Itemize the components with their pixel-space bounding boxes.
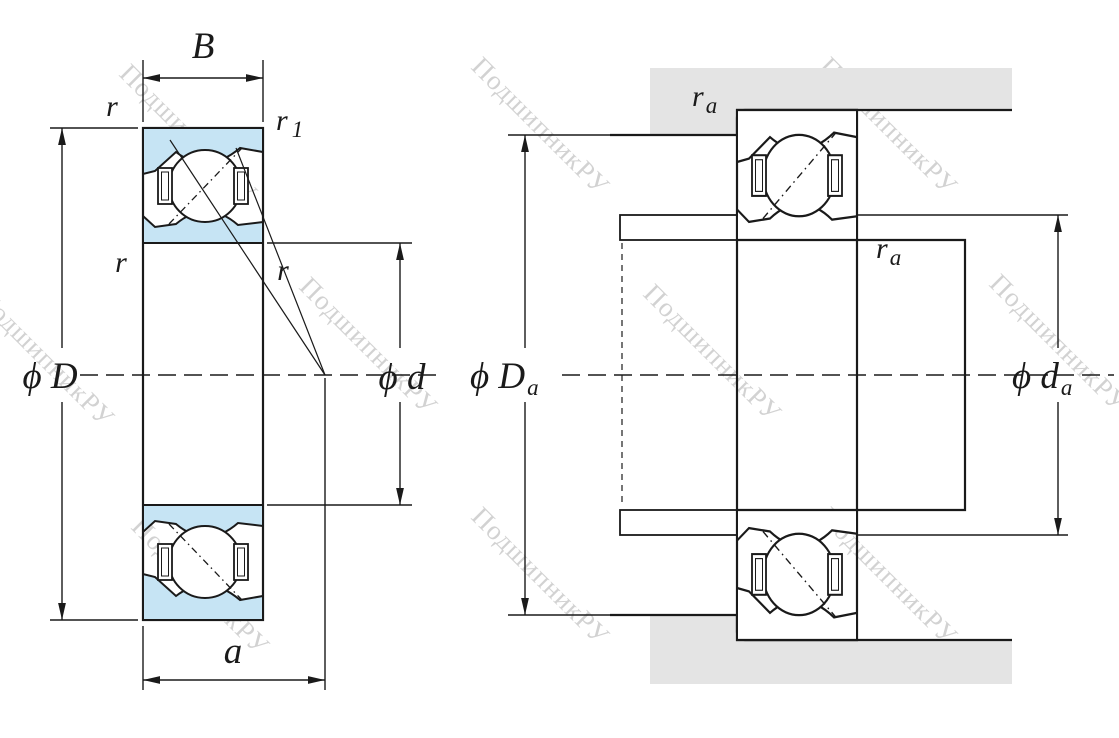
ra-sub: a (706, 93, 718, 118)
contact-line-2 (235, 147, 326, 376)
shaft-fillet-label: ra (876, 232, 901, 270)
shaft-shoulder-top (619, 214, 738, 241)
shaft-shoulder-diameter-label: ϕ da (1012, 356, 1072, 400)
housing-fillet-label: ra (692, 80, 717, 118)
ra-main: r (876, 232, 888, 265)
phiDa-sub: a (527, 375, 539, 400)
housing-top (650, 68, 1012, 135)
watermark-text: ПодшипникРУ (466, 51, 616, 201)
outer-diameter-label: ϕ D (22, 356, 77, 397)
chamfer-r-label: r (115, 246, 127, 279)
dimension-width-B: B (142, 26, 264, 122)
phida-main: ϕ d (1012, 356, 1059, 397)
bearing-section-top (142, 127, 264, 244)
watermark-text: ПодшипникРУ (638, 278, 788, 428)
watermark-text: ПодшипникРУ (466, 501, 616, 651)
dimension-pressure-center-offset: a (142, 378, 326, 690)
contact-line-1 (169, 139, 326, 376)
housing-shoulder-diameter-label: ϕ Da (470, 356, 539, 400)
ra-sub: a (890, 245, 902, 270)
chamfer-r1-sub: 1 (292, 117, 304, 142)
dimension-outer-diameter: ϕ D (22, 127, 138, 621)
bore-diameter-label: ϕ d (379, 357, 426, 398)
chamfer-r1-main: r (276, 104, 288, 137)
bearing-section-bottom (735, 508, 859, 642)
offset-a-label: a (224, 631, 243, 672)
ra-main: r (692, 80, 704, 113)
chamfer-r-label: r (277, 254, 289, 287)
housing-bottom (650, 615, 1012, 684)
phida-sub: a (1061, 375, 1073, 400)
bearing-section-top (735, 108, 859, 242)
watermark-text: ПодшипникРУ (294, 271, 444, 421)
shaft-shoulder-bottom (619, 509, 738, 536)
width-label: B (192, 26, 215, 67)
dimension-housing-shoulder-diameter: ϕ Da (470, 134, 612, 616)
chamfer-r-label: r (106, 90, 118, 123)
right-view-mounting-diagram: ra ra ϕ Da ϕ da (470, 68, 1114, 684)
phiDa-main: ϕ D (470, 356, 525, 397)
dimension-bore-diameter: ϕ d (267, 242, 426, 506)
bearing-section-bottom (142, 504, 264, 621)
dimension-shaft-shoulder-diameter: ϕ da (858, 214, 1072, 536)
